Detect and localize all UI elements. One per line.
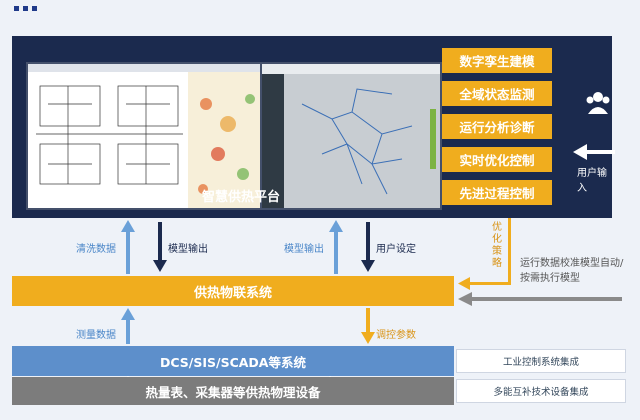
dcs-system-bar: DCS/SIS/SCADA等系统 bbox=[12, 346, 454, 376]
user-setting-label: 用户设定 bbox=[376, 244, 416, 255]
measurement-data-label: 测量数据 bbox=[76, 330, 116, 341]
header-dots bbox=[14, 6, 37, 11]
control-params-label: 调控参数 bbox=[376, 330, 416, 341]
user-input-arrow bbox=[573, 144, 615, 160]
model-output-arrow-2 bbox=[329, 220, 343, 274]
user-input-label: 用户输入 bbox=[577, 168, 607, 194]
model-output-arrow-1 bbox=[153, 222, 167, 272]
feature-realtime-optimization: 实时优化控制 bbox=[442, 147, 552, 172]
multi-energy-integration-label: 多能互补技术设备集成 bbox=[456, 379, 626, 403]
clean-data-arrow bbox=[121, 220, 135, 274]
optimization-strategy-arrow bbox=[458, 218, 511, 290]
physical-devices-bar: 热量表、采集器等供热物理设备 bbox=[12, 377, 454, 405]
clean-data-label: 清洗数据 bbox=[76, 244, 116, 255]
optimization-strategy-label: 优化策略 bbox=[492, 222, 502, 269]
iot-system-bar: 供热物联系统 bbox=[12, 276, 454, 306]
user-icon bbox=[586, 92, 610, 114]
scada-screen bbox=[26, 62, 264, 210]
feature-state-monitoring: 全域状态监测 bbox=[442, 81, 552, 106]
platform-title: 智慧供热平台 bbox=[202, 190, 281, 205]
model-output-label-2: 模型输出 bbox=[284, 244, 324, 255]
industrial-control-integration-label: 工业控制系统集成 bbox=[456, 349, 626, 373]
gis-map-screen bbox=[260, 62, 442, 210]
user-setting-arrow bbox=[361, 222, 375, 272]
model-output-label-1: 模型输出 bbox=[168, 244, 208, 255]
feature-operation-diagnosis: 运行分析诊断 bbox=[442, 114, 552, 139]
control-params-arrow bbox=[361, 308, 375, 344]
calibration-arrow bbox=[458, 292, 622, 306]
feature-digital-twin: 数字孪生建模 bbox=[442, 48, 552, 73]
calibration-label: 运行数据校准模型自动/按需执行模型 bbox=[520, 258, 624, 284]
feature-advanced-process-control: 先进过程控制 bbox=[442, 180, 552, 205]
pipeline-schematic bbox=[28, 64, 262, 208]
network-map bbox=[262, 64, 440, 208]
measurement-data-arrow bbox=[121, 308, 135, 344]
